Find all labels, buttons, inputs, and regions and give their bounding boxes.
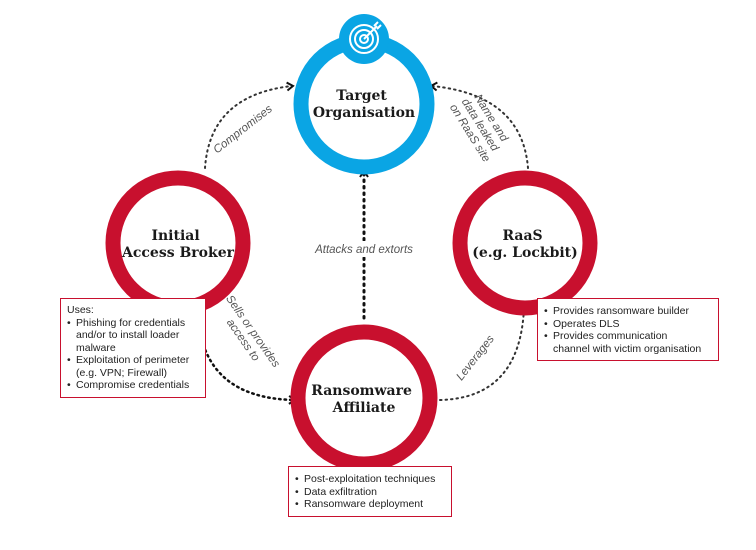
svg-text:Target Organisation: Target Organisation <box>313 88 415 121</box>
broker-title-line-1: Initial <box>151 228 199 244</box>
edge-label-leverages: Leverages <box>454 333 497 383</box>
affiliate-ring <box>290 324 438 472</box>
list-item: Phishing for credentials and/or to insta… <box>67 317 199 355</box>
list-item: Data exfiltration <box>295 486 445 499</box>
raas-title-line-2: (e.g. Lockbit) <box>472 245 578 261</box>
raas-title-line-1: RaaS <box>502 228 542 244</box>
edge-broker-to-target <box>204 81 295 169</box>
edge-raas-to-target <box>429 81 529 169</box>
list-item: Ransomware deployment <box>295 498 445 511</box>
list-item: Provides ransomware builder <box>544 305 712 318</box>
affiliate-info-list: Post-exploitation techniques Data exfilt… <box>295 473 445 511</box>
broker-title-line-2: Access Broker <box>121 245 235 261</box>
list-item: Post-exploitation techniques <box>295 473 445 486</box>
affiliate-title-line-2: Affiliate <box>332 400 396 416</box>
target-title-line-1: Target <box>336 88 387 104</box>
target-icon <box>349 21 382 54</box>
node-target-organisation: Target Organisation <box>293 14 435 175</box>
edge-label-name-leaked: Name and data leaked on RaaS site <box>447 88 514 164</box>
broker-info-box: Uses: Phishing for credentials and/or to… <box>60 298 206 398</box>
broker-info-list: Phishing for credentials and/or to insta… <box>67 317 199 392</box>
affiliate-title-line-1: Ransomware <box>311 383 412 399</box>
list-item: Compromise credentials <box>67 379 199 392</box>
edge-label-attacks-and-extorts: Attacks and extorts <box>314 244 413 256</box>
affiliate-info-box: Post-exploitation techniques Data exfilt… <box>288 466 452 517</box>
edge-label-sells-access: Sells or provides access to <box>213 293 284 380</box>
list-item: Operates DLS <box>544 318 712 331</box>
list-item: Provides communication channel with vict… <box>544 330 712 355</box>
node-ransomware-affiliate: Ransomware Affiliate <box>290 324 438 472</box>
svg-text:Initial Access Broker: Initial Access Broker <box>121 228 235 261</box>
edge-affiliate-to-raas <box>439 305 529 401</box>
broker-info-heading: Uses: <box>67 304 94 316</box>
raas-info-list: Provides ransomware builder Operates DLS… <box>544 305 712 355</box>
raas-ring <box>452 170 598 316</box>
svg-text:RaaS (e.g. Lockbit): RaaS (e.g. Lockbit) <box>472 228 578 261</box>
list-item: Exploitation of perimeter (e.g. VPN; Fir… <box>67 354 199 379</box>
raas-info-box: Provides ransomware builder Operates DLS… <box>537 298 719 361</box>
node-initial-access-broker: Initial Access Broker <box>105 170 251 316</box>
edge-label-compromises: Compromises <box>212 103 275 156</box>
node-raas: RaaS (e.g. Lockbit) <box>452 170 598 316</box>
svg-text:Ransomware Affiliate: Ransomware Affiliate <box>311 383 417 416</box>
target-title-line-2: Organisation <box>313 105 415 121</box>
attacks-label-bg <box>306 241 422 257</box>
